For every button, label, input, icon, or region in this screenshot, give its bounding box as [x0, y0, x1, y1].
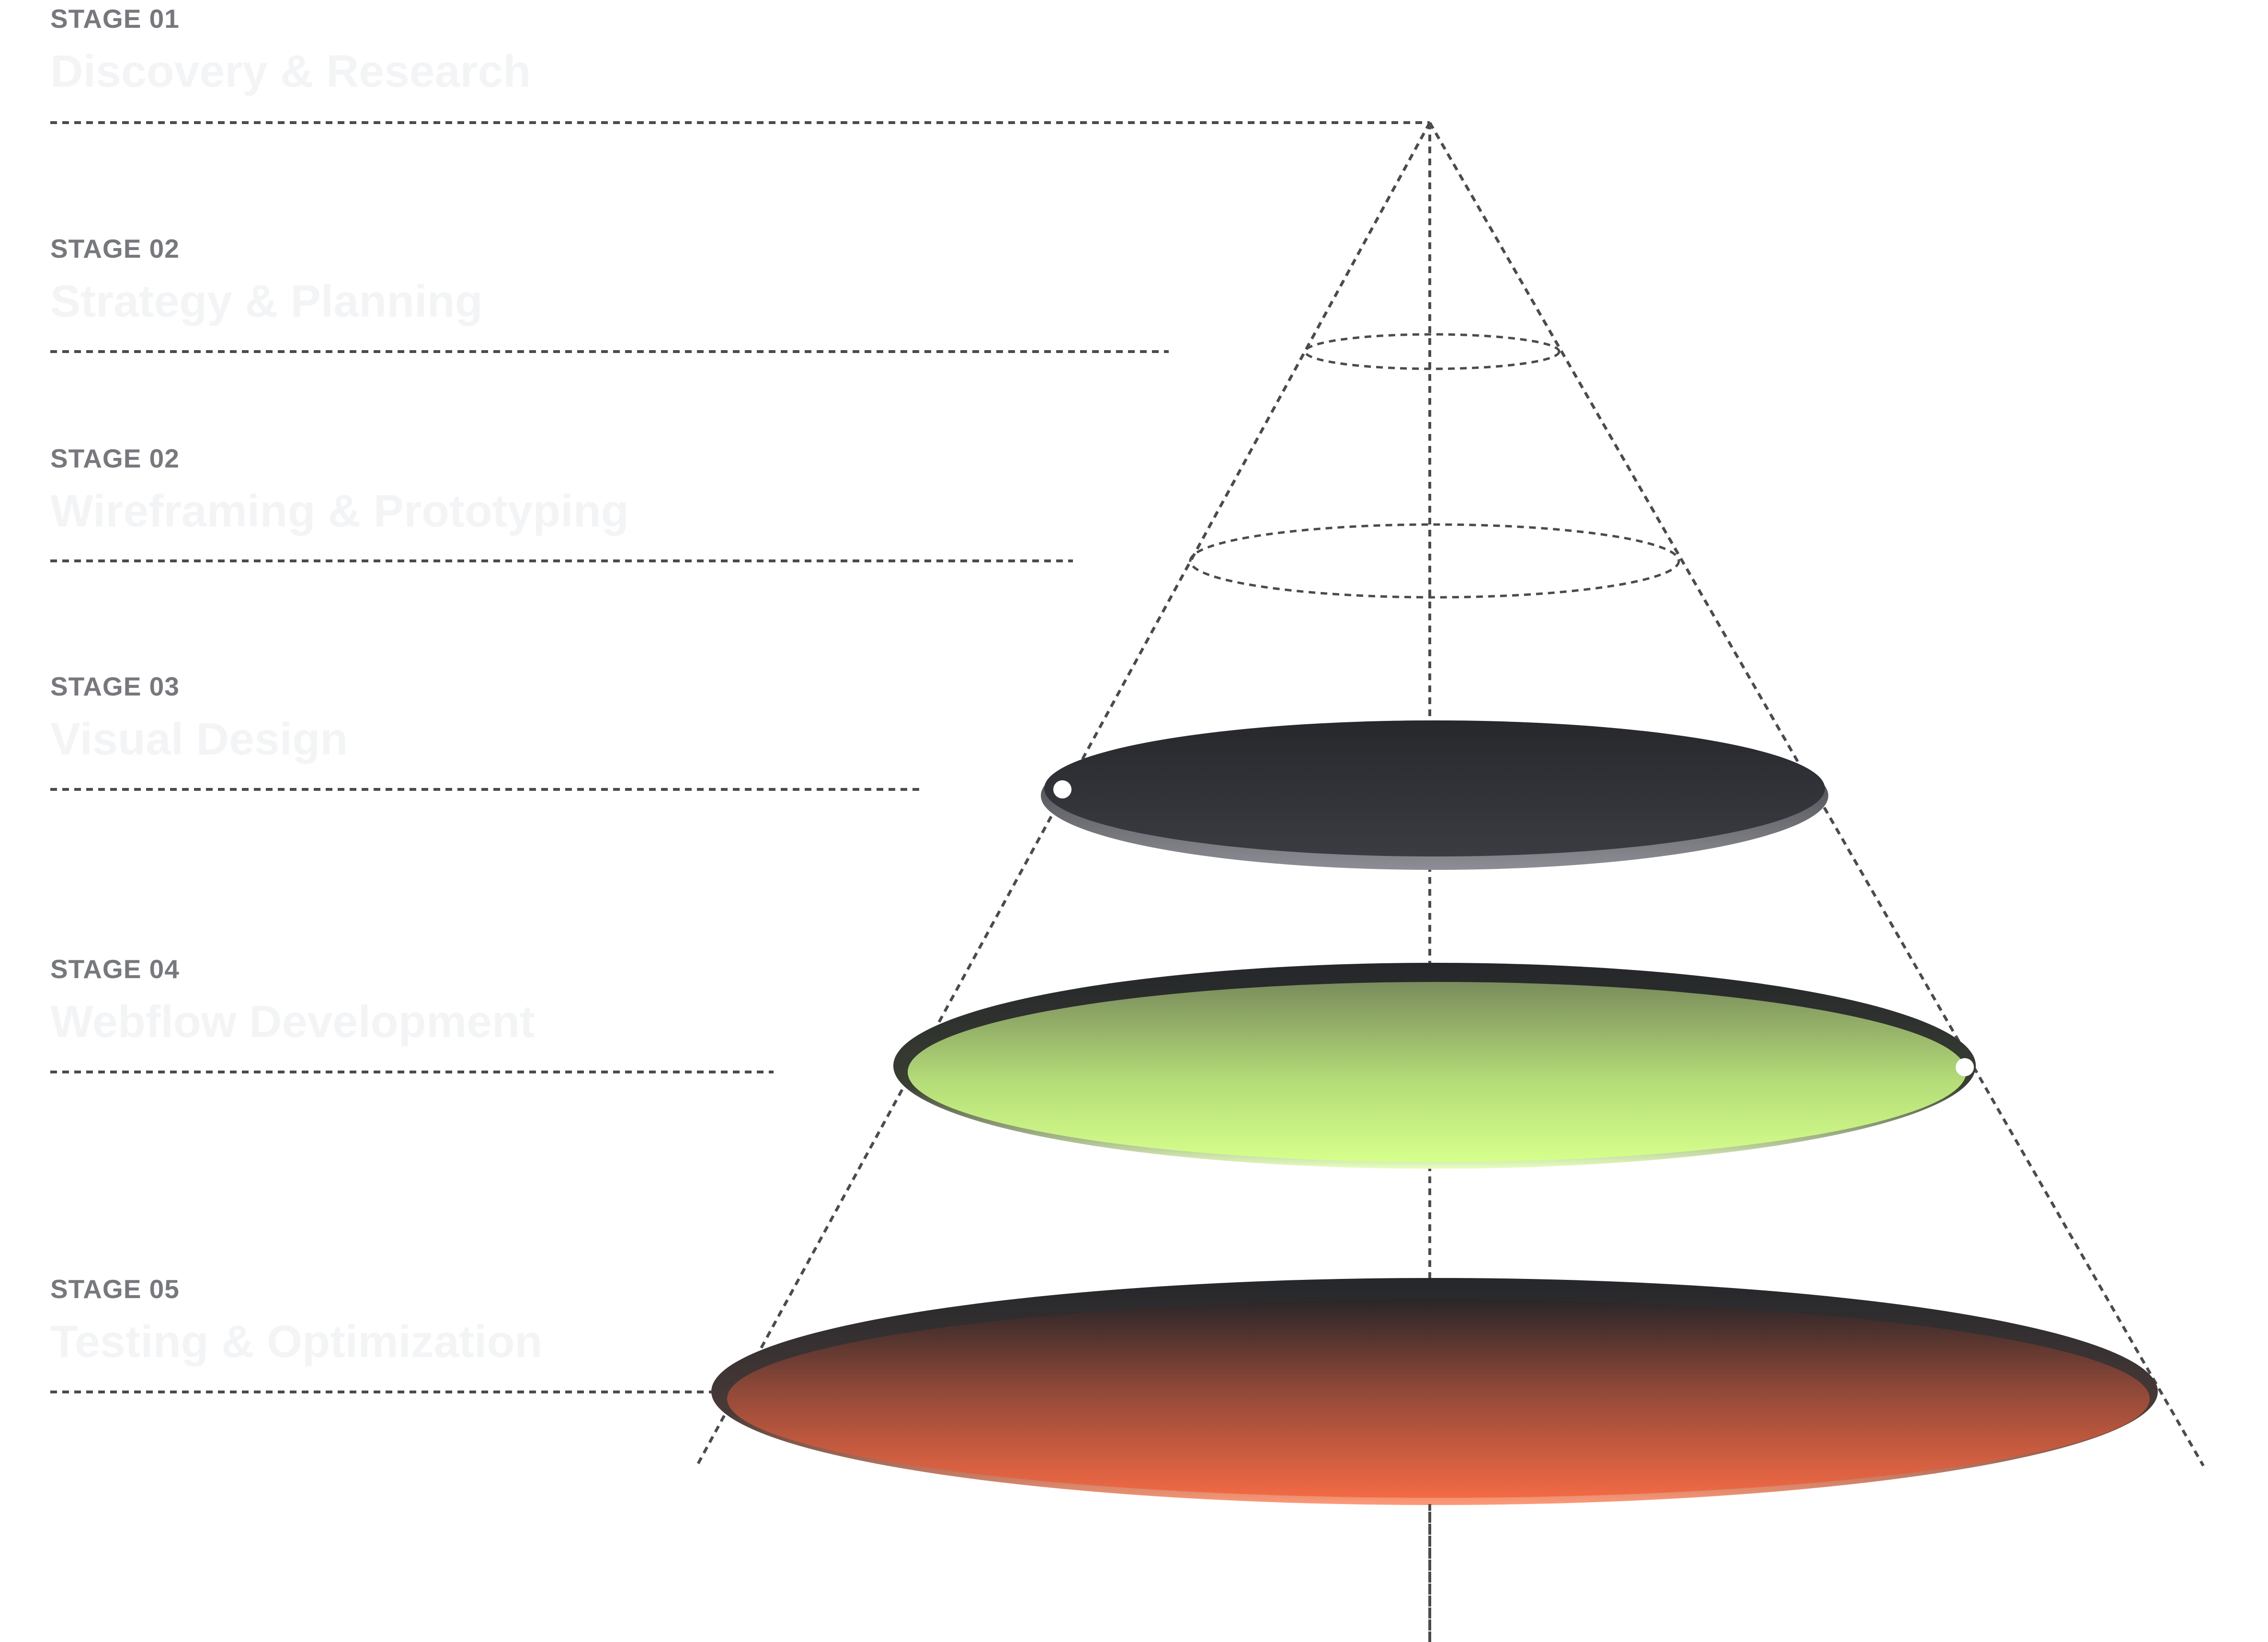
testing-optimization-disc [711, 1278, 2158, 1505]
webflow-development-disc [893, 963, 1976, 1169]
marker-dot [1053, 780, 1071, 798]
stage-6-number: STAGE 05 [50, 1274, 180, 1304]
stage-2-title: Strategy & Planning [50, 276, 483, 327]
stage-3-number: STAGE 02 [50, 444, 180, 473]
stage-4-number: STAGE 03 [50, 672, 180, 701]
stage-3-title: Wireframing & Prototyping [50, 486, 629, 536]
stage-3-ring [1189, 523, 1680, 599]
stage-2-number: STAGE 02 [50, 234, 180, 263]
stage-5-number: STAGE 04 [50, 954, 180, 984]
stage-6-title: Testing & Optimization [50, 1316, 543, 1367]
visual-design-disc [1041, 720, 1828, 870]
stage-2-ring [1304, 333, 1561, 370]
stage-1-number: STAGE 01 [50, 4, 180, 34]
stage-4-title: Visual Design [50, 714, 348, 764]
marker-dot [1956, 1058, 1974, 1076]
stage-5-title: Webflow Development [50, 996, 535, 1047]
cone-left-edge [695, 122, 1431, 1467]
stage-1-title: Discovery & Research [50, 46, 531, 97]
